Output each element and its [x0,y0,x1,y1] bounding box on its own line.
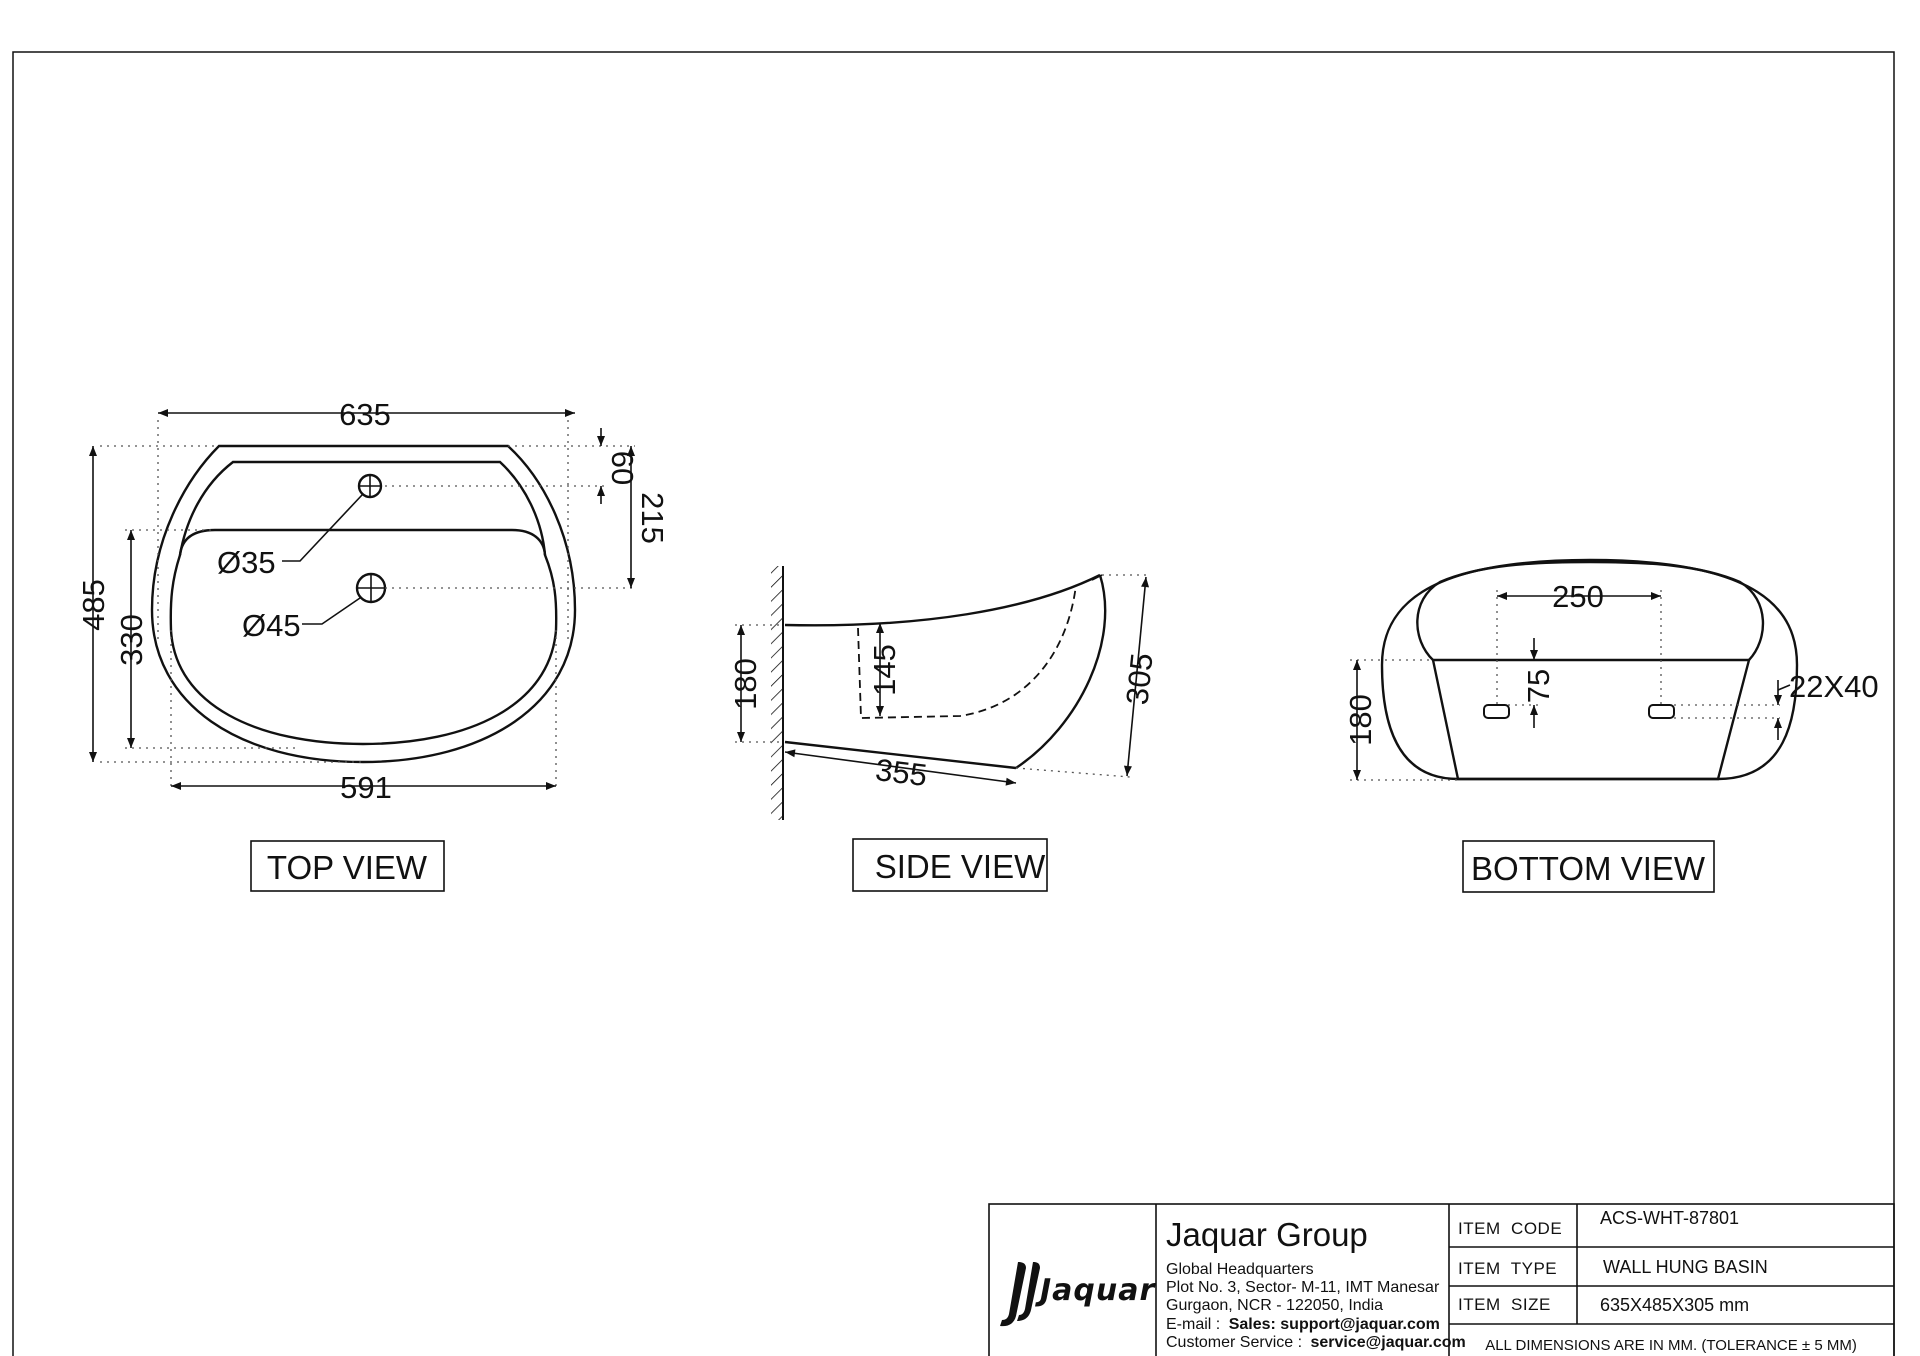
logo-mark-icon [1000,1262,1040,1327]
tap-hole-icon [357,473,383,499]
side-view-extension-lines [735,574,1150,778]
top-dim-591: 591 [340,770,392,805]
side-view [771,566,1107,820]
email-label: E-mail : [1166,1316,1220,1333]
top-view-outer-outline [150,444,577,764]
address-line-3: Gurgaon, NCR - 122050, India [1166,1297,1383,1314]
side-view-label: SIDE VIEW [875,848,1046,885]
item-code-label: ITEM CODE [1458,1219,1562,1238]
bottom-view-label: BOTTOM VIEW [1471,850,1706,887]
dimensions-note: ALL DIMENSIONS ARE IN MM. (TOLERANCE ± 5… [1485,1337,1857,1354]
sheet-border [12,51,1895,1356]
side-dim-145: 145 [867,644,902,696]
bottom-view-outer-outline [1380,558,1799,781]
bottom-view-extension-lines [1350,590,1780,781]
top-dim-60: 60 [605,451,640,485]
service-value[interactable]: service@jaquar.com [1311,1334,1466,1351]
drain-hole-icon [355,572,387,604]
item-type-label: ITEM TYPE [1458,1259,1557,1278]
bottom-dim-180: 180 [1343,694,1378,746]
side-view-label-box [852,838,1048,892]
top-dim-635: 635 [339,397,391,432]
company-name: Jaquar Group [1166,1216,1368,1253]
bottom-view-dimension-lines [1353,592,1791,780]
top-dim-215: 215 [635,492,670,544]
email-line: E-mail : Sales: support@jaquar.com [1166,1316,1440,1333]
email-value[interactable]: Sales: support@jaquar.com [1229,1316,1440,1333]
service-label: Customer Service : [1166,1334,1302,1351]
top-dim-tap-hole: Ø35 [217,545,276,580]
top-view-label: TOP VIEW [267,849,428,886]
logo-wordmark: Jaquar [1035,1273,1156,1308]
top-view-extension-lines [100,420,635,790]
slot-left-icon [1483,704,1510,719]
top-dim-drain-hole: Ø45 [242,608,301,643]
bottom-view-label-box [1462,840,1715,893]
item-type-value: WALL HUNG BASIN [1603,1257,1768,1277]
bottom-view-top-band [1416,560,1765,661]
side-dim-180: 180 [728,658,763,710]
side-dim-355: 355 [873,752,929,793]
side-view-rim [784,573,1101,627]
jaquar-logo: Jaquar [1000,1262,1156,1327]
title-block [988,1203,1895,1356]
item-code-value: ACS-WHT-87801 [1600,1208,1739,1228]
wall-hatch [771,566,783,820]
bottom-dim-250: 250 [1552,579,1604,614]
item-size-label: ITEM SIZE [1458,1295,1551,1314]
top-view-dimension-lines [89,409,635,790]
address-line-2: Plot No. 3, Sector- M-11, IMT Manesar [1166,1279,1440,1296]
bottom-view-bracket [1431,658,1751,781]
slot-right-icon [1648,704,1675,719]
service-line: Customer Service : service@jaquar.com [1166,1334,1466,1351]
bottom-dim-slot: 22X40 [1789,669,1879,704]
bottom-dim-75: 75 [1521,669,1556,703]
bottom-view [1380,558,1799,781]
top-dim-485: 485 [76,579,111,631]
side-dim-305: 305 [1119,651,1159,706]
top-view-label-box [250,840,445,892]
top-view-bowl-outline [169,460,558,746]
side-view-front [1015,574,1107,769]
address-line-1: Global Headquarters [1166,1261,1314,1278]
top-view-deck-line [178,528,547,556]
top-view [150,444,577,764]
top-dim-330: 330 [114,614,149,666]
side-view-dimension-lines [737,576,1150,786]
item-size-value: 635X485X305 mm [1600,1295,1749,1315]
